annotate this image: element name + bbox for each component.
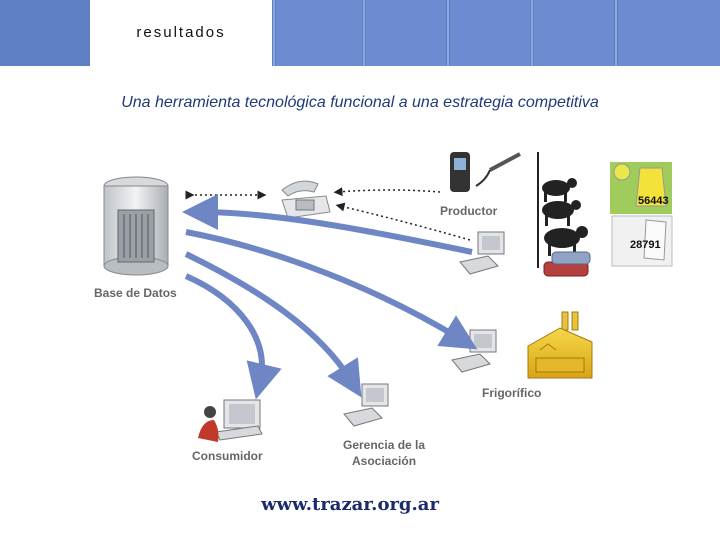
header-cell <box>450 0 530 66</box>
person-computer-icon <box>198 399 263 442</box>
header-divider <box>615 0 617 66</box>
handheld-reader-icon <box>450 152 521 192</box>
footer-url[interactable]: www.trazar.org.ar <box>261 494 439 515</box>
database-label: Base de Datos <box>94 286 177 300</box>
header-bar: resultados <box>0 0 720 66</box>
factory-icon <box>527 311 593 379</box>
header-divider <box>447 0 449 66</box>
slide-subtitle: Una herramienta tecnológica funcional a … <box>121 94 599 111</box>
section-tab-label: resultados <box>136 24 226 41</box>
header-divider <box>363 0 365 66</box>
computer-icon <box>459 231 505 275</box>
flow-arrow-producer-to-db <box>182 194 473 255</box>
section-tab: resultados <box>90 0 272 66</box>
cattle-icon <box>542 178 588 256</box>
consumer-label: Consumidor <box>192 449 263 463</box>
header-divider <box>273 0 275 66</box>
association-label-line2: Asociación <box>352 454 417 468</box>
header-cell <box>618 0 720 66</box>
ear-tag-number: 56443 <box>638 195 669 207</box>
header-cell <box>366 0 446 66</box>
flow-arrow-db-to-consumidor <box>184 273 282 400</box>
header-divider <box>531 0 533 66</box>
flow-arrow-db-to-gerencia <box>184 251 362 398</box>
header-cell <box>276 0 362 66</box>
producer-label: Productor <box>440 204 498 218</box>
ear-tag-icon <box>610 162 673 267</box>
database-server-icon <box>103 176 169 276</box>
flow-arrow-db-to-frigorifico <box>185 229 478 350</box>
dotted-arrow-computer-phone <box>335 202 471 241</box>
ear-tag-number: 28791 <box>630 239 661 251</box>
header-cell <box>534 0 614 66</box>
slaughterhouse-label: Frigorífico <box>482 386 542 400</box>
association-label-line1: Gerencia de la <box>343 438 426 452</box>
meat-packages-icon <box>543 251 591 277</box>
dotted-arrow-producer-phone <box>333 187 441 197</box>
computer-icon <box>343 383 389 427</box>
telephone-icon <box>281 180 331 219</box>
